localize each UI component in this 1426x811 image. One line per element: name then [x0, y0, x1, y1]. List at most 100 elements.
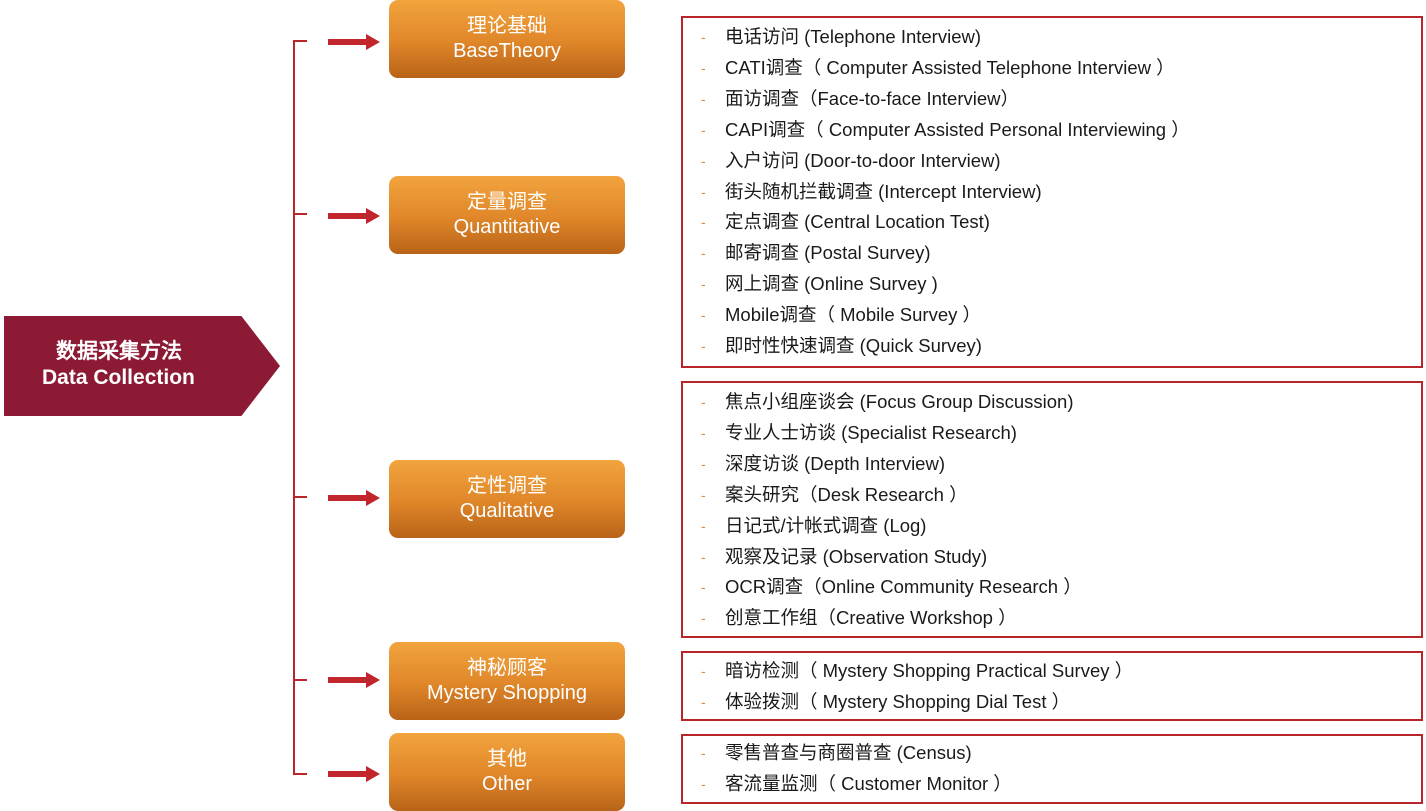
list-item-label: 专业人士访谈 (Specialist Research): [725, 421, 1017, 443]
category-label-cn: 理论基础: [467, 15, 547, 37]
list-item-label: 即时性快速调查 (Quick Survey): [725, 335, 982, 356]
category-other: 其他 Other: [389, 733, 625, 811]
bullet-dash: -: [701, 59, 706, 76]
other-methods-box: - 零售普查与商圈普查 (Census) - 客流量监测（ Customer Moni…: [681, 734, 1423, 804]
mystery-shopping-methods-box: - 暗访检测（ Mystery Shopping Practical Survey…: [681, 651, 1423, 721]
list-item: - 体验拨测（ Mystery Shopping Dial Test ）: [683, 688, 1421, 716]
category-label-cn: 其他: [487, 748, 527, 770]
category-base-theory: 理论基础 BaseTheory: [389, 0, 625, 78]
bullet-dash: -: [701, 183, 706, 200]
category-label-en: Mystery Shopping: [426, 682, 588, 704]
list-item: - 观察及记录 (Observation Study): [683, 543, 1421, 571]
bullet-dash: -: [701, 455, 706, 472]
list-item-label: 街头随机拦截调查 (Intercept Interview): [725, 180, 1042, 202]
list-item: - 面访调查（Face-to-face Interview）: [683, 85, 1421, 113]
list-item: - 创意工作组（Creative Workshop ）: [683, 604, 1421, 632]
root-title-cn: 数据采集方法: [56, 340, 182, 363]
bullet-dash: -: [701, 424, 706, 441]
list-item-label: 焦点小组座谈会 (Focus Group Discussion): [725, 391, 1074, 412]
arrow-right-icon: [328, 490, 380, 506]
category-label-cn: 定量调查: [467, 191, 547, 213]
list-item: - 零售普查与商圈普查 (Census): [683, 739, 1421, 767]
quantitative-methods-box: - 电话访问 (Telephone Interview) - CATI调查（ Comp…: [681, 16, 1423, 368]
list-item-label: CAPI调查（ Computer Assisted Personal Inter…: [725, 118, 1190, 140]
arrow-right-icon: [328, 34, 380, 50]
bullet-dash: -: [701, 394, 706, 410]
bullet-dash: -: [701, 548, 706, 565]
category-label-en: BaseTheory: [453, 40, 561, 62]
bullet-dash: -: [701, 693, 706, 710]
list-item: - 深度访谈 (Depth Interview): [683, 450, 1421, 478]
arrow-right-icon: [328, 208, 380, 224]
list-item: - 焦点小组座谈会 (Focus Group Discussion): [683, 388, 1421, 416]
list-item: - Mobile调查（ Mobile Survey ）: [683, 301, 1421, 329]
bracket-tick: [293, 773, 307, 775]
category-mystery-shopping: 神秘顾客 Mystery Shopping: [389, 642, 625, 720]
list-item-label: 深度访谈 (Depth Interview): [725, 452, 945, 474]
bracket-tick: [293, 496, 307, 498]
list-item: - 网上调查 (Online Survey ): [683, 270, 1421, 298]
list-item-label: CATI调查（ Computer Assisted Telephone Inte…: [725, 56, 1175, 78]
list-item: - 电话访问 (Telephone Interview): [683, 23, 1421, 51]
bullet-dash: -: [701, 29, 706, 45]
list-item-label: 体验拨测（ Mystery Shopping Dial Test ）: [725, 690, 1071, 712]
list-item: - 入户访问 (Door-to-door Interview): [683, 147, 1421, 175]
list-item: - 暗访检测（ Mystery Shopping Practical Survey…: [683, 657, 1421, 685]
list-item: - 日记式/计帐式调查 (Log): [683, 512, 1421, 540]
list-item-label: 客流量监测（ Customer Monitor ）: [725, 772, 1012, 794]
list-item: - 客流量监测（ Customer Monitor ）: [683, 770, 1421, 798]
bullet-dash: -: [701, 214, 706, 231]
bullet-dash: -: [701, 307, 706, 324]
list-item-label: 定点调查 (Central Location Test): [725, 211, 990, 233]
bullet-dash: -: [701, 579, 706, 596]
category-label-en: Other: [481, 773, 533, 795]
list-item-label: OCR调查（Online Community Research ）: [725, 576, 1082, 598]
list-item-label: 面访调查（Face-to-face Interview）: [725, 87, 1020, 109]
list-item-label: 暗访检测（ Mystery Shopping Practical Survey …: [725, 660, 1134, 681]
list-item-label: 邮寄调查 (Postal Survey): [725, 242, 931, 264]
bullet-dash: -: [701, 338, 706, 354]
bullet-dash: -: [701, 486, 706, 503]
list-item-label: 电话访问 (Telephone Interview): [725, 26, 982, 47]
bracket-tick: [293, 213, 307, 215]
bracket-tick: [293, 40, 307, 42]
list-item: - OCR调查（Online Community Research ）: [683, 573, 1421, 601]
bullet-dash: -: [701, 775, 706, 792]
category-quantitative: 定量调查 Quantitative: [389, 176, 625, 254]
bullet-dash: -: [701, 610, 706, 627]
bullet-dash: -: [701, 517, 706, 534]
list-item-label: 日记式/计帐式调查 (Log): [725, 514, 927, 536]
list-item: - 定点调查 (Central Location Test): [683, 208, 1421, 236]
category-label-en: Quantitative: [453, 216, 561, 238]
list-item-label: 零售普查与商圈普查 (Census): [725, 742, 972, 763]
list-item-label: 网上调查 (Online Survey ): [725, 273, 938, 295]
category-label-cn: 定性调查: [467, 475, 547, 497]
bracket-line: [293, 40, 295, 775]
bullet-dash: -: [701, 245, 706, 262]
list-item: - 案头研究（Desk Research ）: [683, 481, 1421, 509]
list-item-label: 案头研究（Desk Research ）: [725, 483, 968, 505]
bullet-dash: -: [701, 90, 706, 107]
bullet-dash: -: [701, 152, 706, 169]
list-item-label: 创意工作组（Creative Workshop ）: [725, 607, 1017, 629]
list-item: - 专业人士访谈 (Specialist Research): [683, 419, 1421, 447]
category-label-en: Qualitative: [459, 500, 555, 522]
arrow-right-icon: [328, 672, 380, 688]
bracket-tick: [293, 679, 307, 681]
list-item-label: 入户访问 (Door-to-door Interview): [725, 149, 1001, 171]
qualitative-methods-box: - 焦点小组座谈会 (Focus Group Discussion) - 专业人士访谈…: [681, 381, 1423, 638]
list-item-label: Mobile调查（ Mobile Survey ）: [725, 304, 981, 326]
bullet-dash: -: [701, 745, 706, 761]
bullet-dash: -: [701, 276, 706, 293]
list-item-label: 观察及记录 (Observation Study): [725, 545, 988, 567]
root-node-data-collection: 数据采集方法 Data Collection: [4, 316, 280, 416]
list-item: - 即时性快速调查 (Quick Survey): [683, 332, 1421, 360]
root-title-en: Data Collection: [42, 366, 195, 389]
bullet-dash: -: [701, 663, 706, 679]
list-item: - 街头随机拦截调查 (Intercept Interview): [683, 178, 1421, 206]
bullet-dash: -: [701, 121, 706, 138]
category-label-cn: 神秘顾客: [467, 657, 547, 679]
category-qualitative: 定性调查 Qualitative: [389, 460, 625, 538]
list-item: - 邮寄调查 (Postal Survey): [683, 239, 1421, 267]
arrow-right-icon: [328, 766, 380, 782]
